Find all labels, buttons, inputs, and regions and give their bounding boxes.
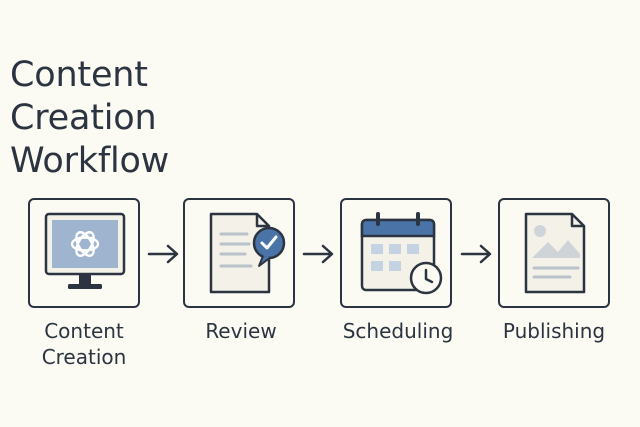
title-line-3: Workflow	[10, 141, 170, 181]
step-scheduling	[340, 198, 452, 308]
step-content-creation	[28, 198, 140, 308]
calendar-clock-icon	[360, 212, 443, 295]
title-line-1: Content	[10, 55, 148, 95]
image-document-icon	[524, 212, 586, 294]
document-check-icon	[209, 212, 286, 294]
step-label-line: Creation	[41, 345, 127, 369]
step-label-publishing: Publishing	[479, 318, 629, 344]
step-label-content-creation: Content Creation	[9, 318, 159, 370]
monitor-icon	[44, 212, 126, 289]
arrow-right-icon	[302, 244, 334, 264]
step-label-line: Scheduling	[342, 319, 454, 343]
step-label-scheduling: Scheduling	[323, 318, 473, 344]
step-label-line: Review	[205, 319, 277, 343]
step-label-line: Content	[44, 319, 124, 343]
step-label-review: Review	[166, 318, 316, 344]
step-review	[183, 198, 295, 308]
step-label-line: Publishing	[502, 319, 606, 343]
step-publishing	[498, 198, 610, 308]
arrow-right-icon	[147, 244, 179, 264]
arrow-right-icon	[460, 244, 492, 264]
title-line-2: Creation	[10, 98, 157, 138]
diagram-title: Content Creation Workflow	[10, 54, 169, 183]
